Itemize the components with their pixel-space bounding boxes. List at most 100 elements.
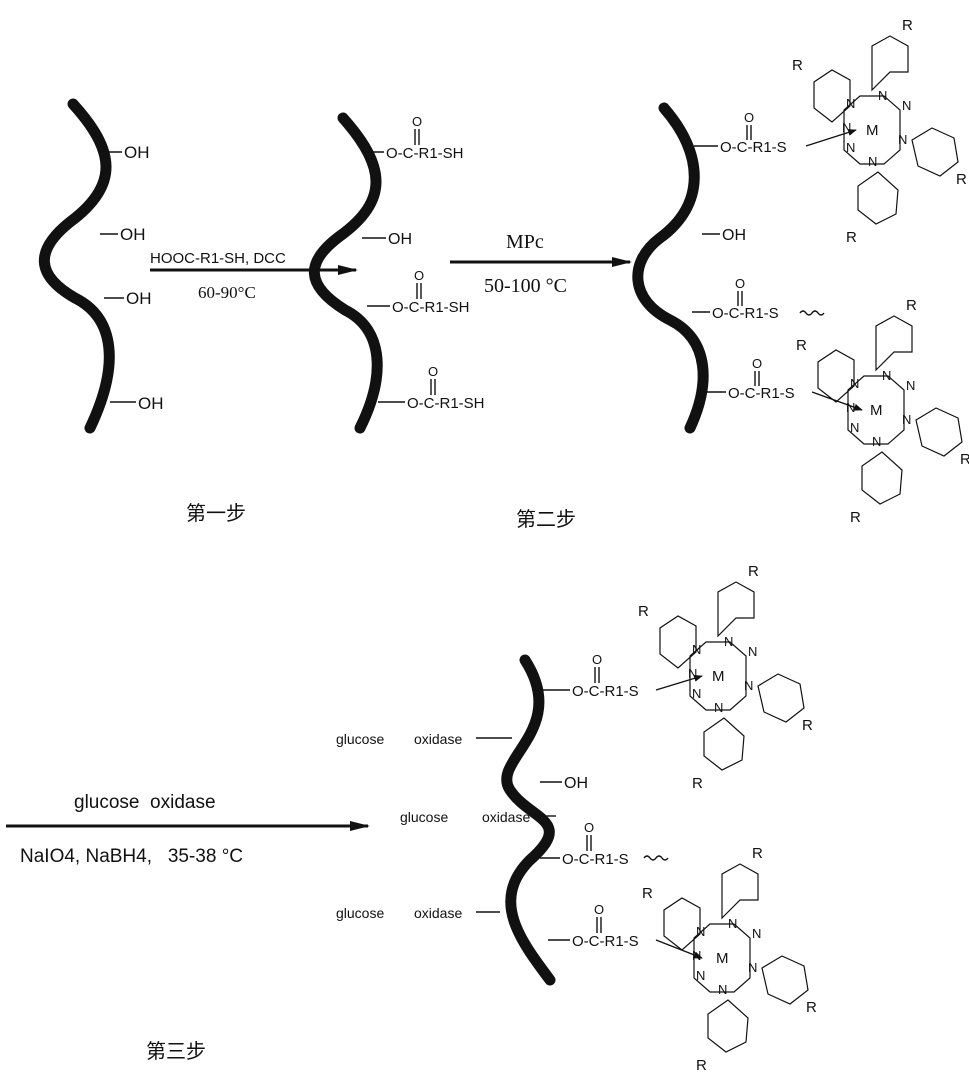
- r-substituent: R: [960, 451, 969, 468]
- carbonyl-oxygen: O: [735, 276, 745, 291]
- r-substituent: R: [796, 337, 807, 354]
- nitrogen-atom: N: [692, 948, 701, 963]
- condition-label: NaIO4, NaBH4, 35-38 °C: [20, 846, 243, 867]
- nitrogen-atom: N: [906, 378, 915, 393]
- ester-sulfide-group: O-C-R1-S: [572, 933, 639, 950]
- nitrogen-atom: N: [744, 678, 753, 693]
- r-substituent: R: [956, 171, 967, 188]
- r-substituent: R: [752, 845, 763, 862]
- r-substituent: R: [902, 17, 913, 34]
- step-3-label: 第三步: [146, 1039, 206, 1063]
- glucose-label: glucose: [400, 809, 448, 825]
- r-substituent: R: [906, 297, 917, 314]
- nitrogen-atom: N: [696, 968, 705, 983]
- nitrogen-atom: N: [872, 434, 881, 449]
- wavy-bond: [800, 311, 824, 315]
- reaction-arrow-2: MPc 50-100 °C: [450, 231, 630, 297]
- polymer-chain-thiol: [314, 118, 377, 428]
- carbonyl-oxygen: O: [592, 652, 602, 667]
- nitrogen-atom: N: [898, 132, 907, 147]
- ester-sulfide-group: O-C-R1-S: [720, 139, 787, 156]
- reagent-label: glucose oxidase: [74, 792, 216, 813]
- nitrogen-atom: N: [728, 916, 737, 931]
- r-substituent: R: [696, 1057, 707, 1074]
- nitrogen-atom: N: [688, 666, 697, 681]
- ester-sulfide-group: O-C-R1-S: [572, 683, 639, 700]
- nitrogen-atom: N: [846, 96, 855, 111]
- r-substituent: R: [850, 509, 861, 526]
- nitrogen-atom: N: [882, 368, 891, 383]
- nitrogen-atom: N: [718, 982, 727, 997]
- r-substituent: R: [638, 603, 649, 620]
- nitrogen-atom: N: [846, 400, 855, 415]
- nitrogen-atom: N: [748, 644, 757, 659]
- oh-group: OH: [388, 231, 412, 248]
- nitrogen-atom: N: [850, 376, 859, 391]
- nitrogen-atom: N: [902, 412, 911, 427]
- r-substituent: R: [792, 57, 803, 74]
- carbonyl-oxygen: O: [594, 902, 604, 917]
- carbonyl-oxygen: O: [584, 820, 594, 835]
- reagent-label: MPc: [506, 231, 544, 253]
- ester-sulfide-group: O-C-R1-S: [728, 385, 795, 402]
- ester-sulfide-group: O-C-R1-S: [562, 851, 629, 868]
- oh-group: OH: [124, 143, 150, 162]
- phthalocyanine-complex: M N N N N N N N R R R R: [796, 297, 969, 526]
- ester-sulfide-group: O-C-R1-S: [712, 305, 779, 322]
- nitrogen-atom: N: [692, 686, 701, 701]
- carbonyl-oxygen: O: [744, 110, 754, 125]
- wavy-bond: [644, 856, 668, 860]
- nitrogen-atom: N: [692, 642, 701, 657]
- nitrogen-atom: N: [842, 120, 851, 135]
- glucose-label: glucose: [336, 905, 384, 921]
- metal-center: M: [716, 950, 729, 967]
- phthalocyanine-complex: M N N N N N N N R R R R: [638, 563, 813, 792]
- phthalocyanine-complex: M N N N N N N N R R R R: [642, 845, 817, 1074]
- phthalocyanine-complex: M N N N N N N N R R R R: [792, 17, 967, 246]
- carbonyl-oxygen: O: [752, 356, 762, 371]
- nitrogen-atom: N: [748, 960, 757, 975]
- polymer-chain-mpc: [638, 108, 703, 428]
- reaction-arrow-3: glucose oxidase NaIO4, NaBH4, 35-38 °C: [6, 792, 368, 867]
- nitrogen-atom: N: [846, 140, 855, 155]
- nitrogen-atom: N: [902, 98, 911, 113]
- oh-group: OH: [722, 227, 746, 244]
- r-substituent: R: [748, 563, 759, 580]
- oxidase-label: oxidase: [414, 731, 462, 747]
- carbonyl-oxygen: O: [428, 364, 438, 379]
- oxidase-label: oxidase: [414, 905, 462, 921]
- reagent-label: HOOC-R1-SH, DCC: [150, 250, 286, 267]
- nitrogen-atom: N: [868, 154, 877, 169]
- oh-group: OH: [120, 225, 146, 244]
- metal-center: M: [870, 402, 883, 419]
- ester-thiol-group: O-C-R1-SH: [392, 299, 470, 316]
- nitrogen-atom: N: [714, 700, 723, 715]
- nitrogen-atom: N: [752, 926, 761, 941]
- step-2-label: 第二步: [516, 507, 576, 531]
- step-1-label: 第一步: [186, 501, 246, 525]
- carbonyl-oxygen: O: [414, 268, 424, 283]
- oh-group: OH: [564, 775, 588, 792]
- oh-group: OH: [126, 289, 152, 308]
- carbonyl-oxygen: O: [412, 114, 422, 129]
- r-substituent: R: [642, 885, 653, 902]
- ester-thiol-group: O-C-R1-SH: [407, 395, 485, 412]
- condition-label: 60-90°C: [198, 283, 256, 302]
- glucose-label: glucose: [336, 731, 384, 747]
- r-substituent: R: [846, 229, 857, 246]
- nitrogen-atom: N: [696, 924, 705, 939]
- nitrogen-atom: N: [724, 634, 733, 649]
- condition-label: 50-100 °C: [484, 275, 567, 297]
- oh-group: OH: [138, 394, 164, 413]
- metal-center: M: [712, 668, 725, 685]
- mpc-polymer: O O-C-R1-S OH O O-C-R1-S O O-C-R1-S: [692, 110, 862, 410]
- r-substituent: R: [806, 999, 817, 1016]
- metal-center: M: [866, 122, 879, 139]
- ester-thiol-group: O-C-R1-SH: [386, 145, 464, 162]
- r-substituent: R: [802, 717, 813, 734]
- r-substituent: R: [692, 775, 703, 792]
- nitrogen-atom: N: [850, 420, 859, 435]
- nitrogen-atom: N: [878, 88, 887, 103]
- oxidase-label: oxidase: [482, 809, 530, 825]
